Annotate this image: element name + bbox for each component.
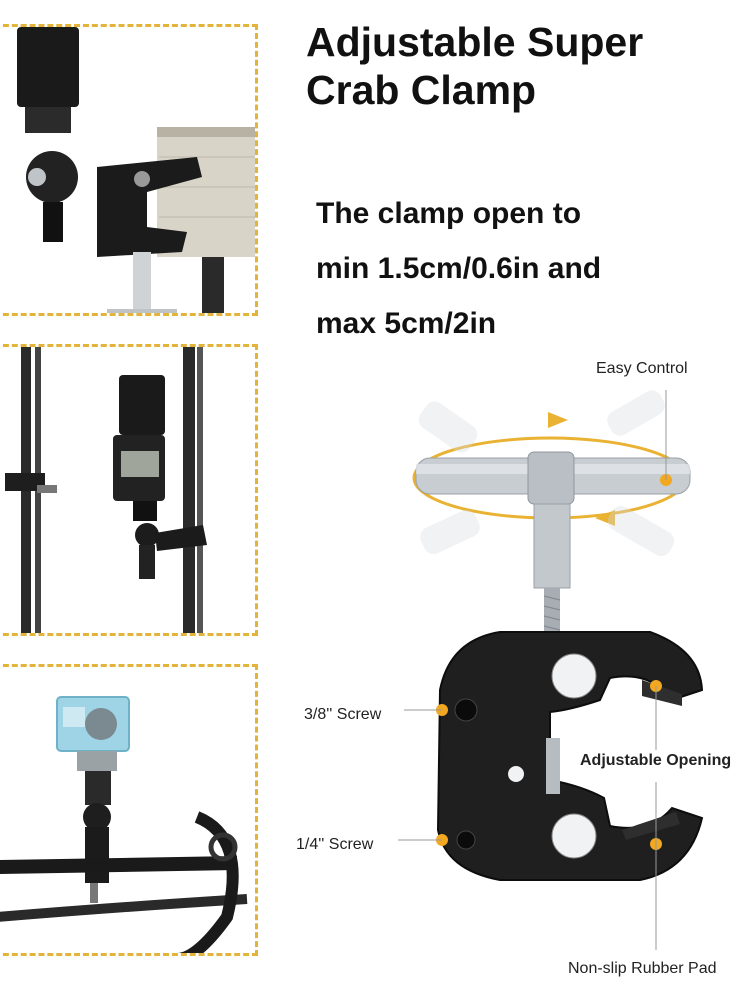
ghost-handle-positions: [418, 390, 675, 557]
spec-line-2: min 1.5cm/0.6in and: [316, 252, 602, 285]
table-clamp-illustration: [17, 27, 255, 313]
label-3-8-screw: 3/8'' Screw: [304, 706, 382, 723]
product-title: Adjustable Super Crab Clamp: [306, 18, 736, 114]
center-pin: [508, 766, 524, 782]
usage-photo-lightstand: [0, 344, 258, 636]
rubber-pad-bottom: [622, 812, 680, 840]
screw-hole-3-8: [454, 698, 478, 722]
threaded-rod: [543, 588, 561, 636]
rotation-arrow-icon: [548, 412, 568, 428]
bike-clamp-illustration: [0, 696, 248, 953]
label-easy-control: Easy Control: [596, 360, 688, 377]
title-line-2: Crab Clamp: [306, 67, 537, 113]
handle-shaft: [533, 503, 571, 589]
usage-photo-bike: [0, 664, 258, 956]
spec-line-1: The clamp open to: [316, 197, 582, 230]
usage-photo-table: [0, 24, 258, 316]
label-adjustable-opening: Adjustable Opening: [580, 752, 732, 769]
upper-pivot: [551, 653, 597, 699]
label-rubber-pad: Non-slip Rubber Pad: [568, 960, 717, 977]
lower-pivot: [551, 813, 597, 859]
screw-hole-1-4: [456, 830, 476, 850]
label-1-4-screw: 1/4'' Screw: [296, 836, 374, 853]
lightstand-clamp-illustration: [5, 347, 207, 633]
adjust-screw: [546, 738, 560, 794]
opening-spec: The clamp open to min 1.5cm/0.6in and ma…: [316, 186, 736, 351]
rotation-arrow-icon: [595, 510, 615, 526]
title-line-1: Adjustable Super: [306, 19, 644, 65]
crab-clamp-diagram: [398, 390, 704, 950]
spec-line-3: max 5cm/2in: [316, 307, 497, 340]
